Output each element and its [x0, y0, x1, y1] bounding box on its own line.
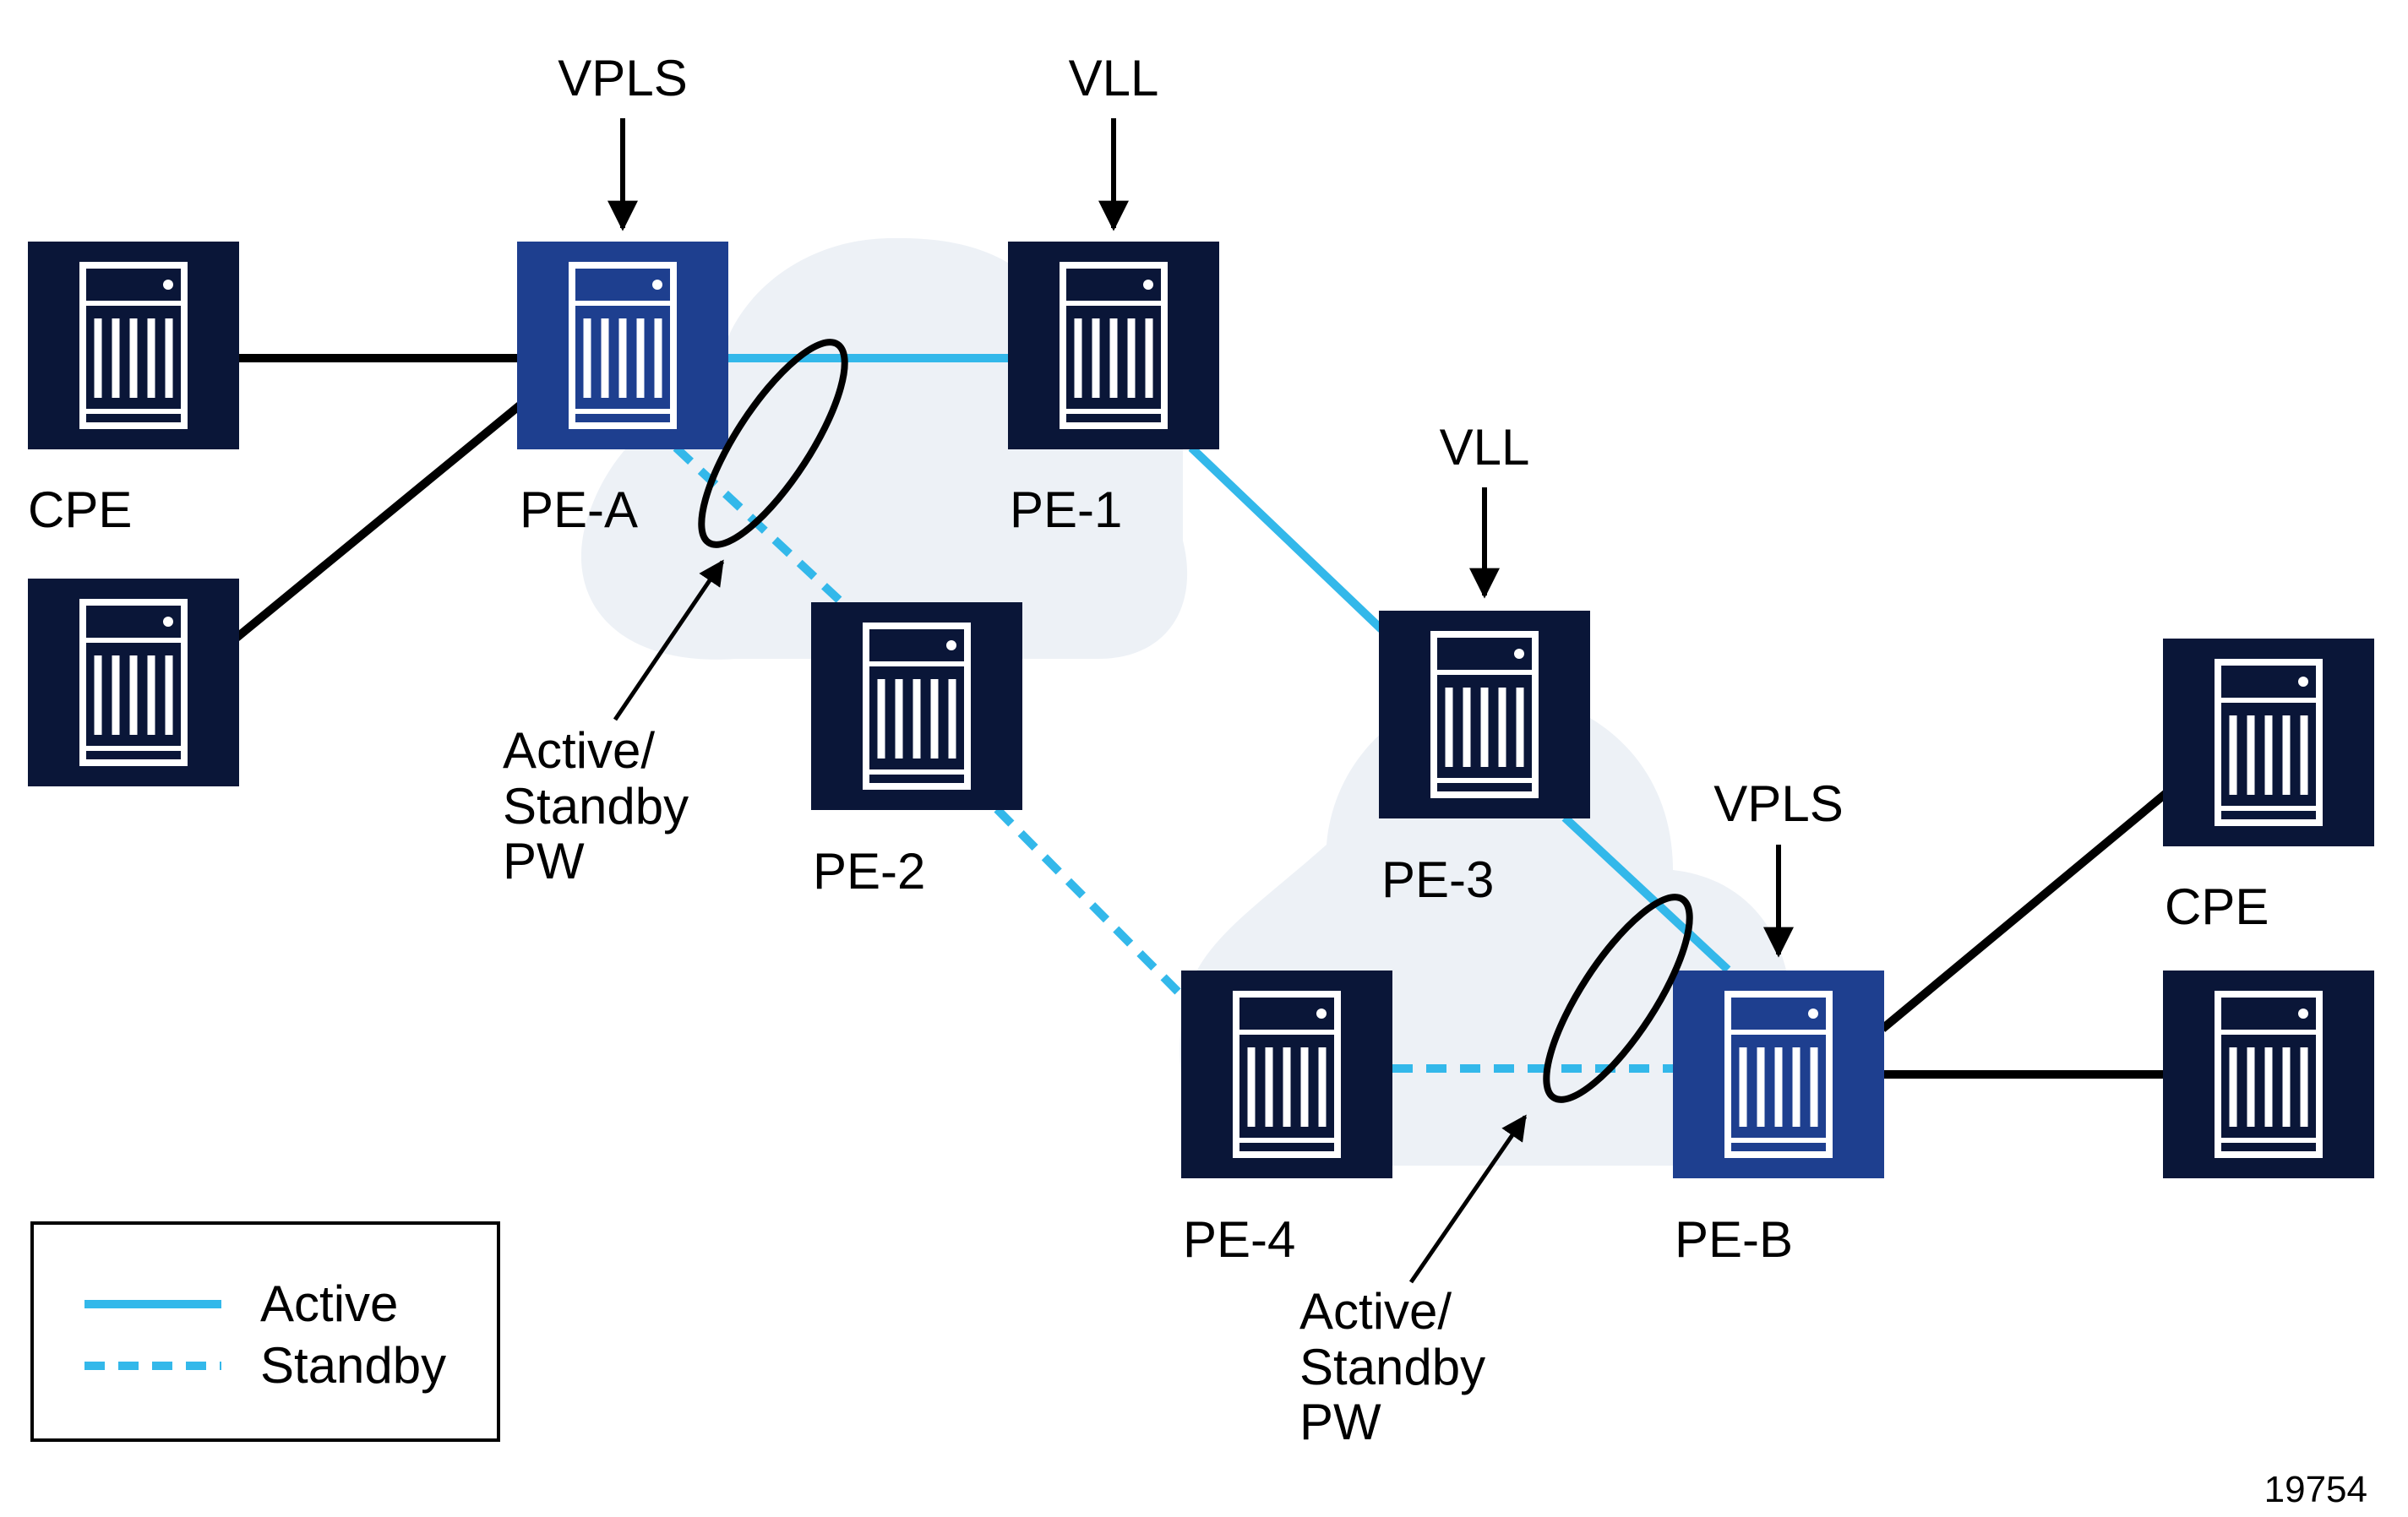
node-labels: CPE PE-A PE-1 PE-2 PE-3 PE-4 PE-B CPE [28, 481, 2269, 1268]
link-cpe-left-2-pe-a [233, 402, 523, 641]
node-pe-b[interactable] [1673, 971, 1884, 1178]
legend: Active Standby [30, 1221, 500, 1442]
label-pe-b: PE-B [1675, 1211, 1793, 1268]
service-label-pe-a: VPLS [558, 50, 687, 106]
pw-callout-left-line-3: PW [503, 833, 585, 889]
service-label-pe-b: VPLS [1713, 775, 1843, 832]
link-pe-3-pe-b-active [1561, 814, 1731, 973]
node-pe-1[interactable] [1008, 242, 1219, 449]
link-pe-2-pe-4-standby [994, 806, 1186, 1000]
node-pe-a[interactable] [517, 242, 728, 449]
legend-box [30, 1221, 500, 1442]
service-label-pe-3: VLL [1440, 419, 1530, 476]
pw-callout-right-line-1: Active/ [1299, 1283, 1452, 1340]
node-cpe-right-2[interactable] [2163, 971, 2374, 1178]
label-pe-4: PE-4 [1183, 1211, 1295, 1268]
legend-standby-label: Standby [260, 1337, 446, 1394]
figure-id: 19754 [2264, 1469, 2367, 1510]
pw-callout-left-line-2: Standby [503, 778, 689, 835]
pw-ring-left [698, 339, 848, 548]
pw-callouts: Active/ Standby PW Active/ Standby PW [503, 339, 1693, 1450]
pw-arrow-left [613, 559, 725, 721]
node-pe-4[interactable] [1181, 971, 1392, 1178]
pw-arrow-right [1408, 1114, 1528, 1284]
label-pe-a: PE-A [520, 481, 638, 538]
service-label-pe-1: VLL [1069, 50, 1159, 106]
node-cpe-right-1[interactable] [2163, 639, 2374, 846]
pw-callout-left-line-1: Active/ [503, 722, 655, 779]
pw-callout-right-line-3: PW [1299, 1394, 1381, 1450]
legend-active-label: Active [260, 1275, 398, 1332]
nodes-layer [28, 242, 2374, 1178]
node-cpe-left-1[interactable] [28, 242, 239, 449]
label-pe-1: PE-1 [1010, 481, 1122, 538]
label-pe-3: PE-3 [1381, 851, 1494, 908]
pw-ring-right [1543, 894, 1693, 1103]
node-pe-3[interactable] [1379, 611, 1590, 818]
label-pe-2: PE-2 [813, 843, 925, 900]
links-layer [233, 354, 2171, 1079]
pw-callout-right-line-2: Standby [1299, 1339, 1485, 1395]
link-pe-b-cpe-right-1 [1879, 789, 2171, 1032]
node-pe-2[interactable] [811, 602, 1022, 810]
link-pe-1-pe-3-active [1188, 444, 1385, 633]
label-cpe-left: CPE [28, 481, 132, 538]
label-cpe-right: CPE [2165, 878, 2269, 935]
node-cpe-left-2[interactable] [28, 579, 239, 786]
service-labels: VPLS VLL VLL VPLS [558, 50, 1844, 958]
